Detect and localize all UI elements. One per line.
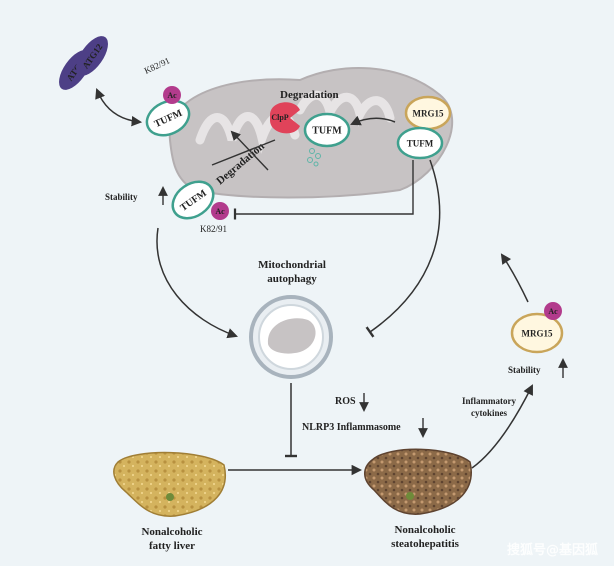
tufm-right-label: TUFM xyxy=(407,139,434,149)
nafl-line2: fatty liver xyxy=(149,540,195,552)
mrg15-to-tufm-arrow xyxy=(350,115,396,126)
tufm-acetylated-bottom: TUFM Ac xyxy=(171,180,229,220)
stability-left-label: Stability xyxy=(105,192,138,202)
autophagosome xyxy=(249,295,333,379)
mrg15-inhibit-autophagy xyxy=(365,159,441,338)
clpp-label: ClpP xyxy=(271,113,288,122)
k82-91-bottom-label: K82/91 xyxy=(200,224,227,234)
degradation-crossed-arrow xyxy=(230,130,269,171)
ac-bottom-label: Ac xyxy=(215,207,225,216)
mrg15-tufm-complex: MRG15 TUFM xyxy=(396,95,452,160)
fatty-liver xyxy=(113,451,226,517)
mrg15-up-arrow xyxy=(500,253,529,303)
ros-label: ROS xyxy=(335,396,356,407)
acetyl-badge-right xyxy=(544,302,562,320)
k82-91-top-label: K82/91 xyxy=(143,55,172,75)
degradation-top-label: Degradation xyxy=(280,89,339,101)
mrg15-inhibit-tufm xyxy=(233,160,414,220)
nash-line2: steatohepatitis xyxy=(391,538,460,550)
nash-line1: Nonalcoholic xyxy=(394,524,455,536)
gallbladder-icon xyxy=(166,493,174,501)
mrg15-acetylated-right: MRG15 Ac xyxy=(510,302,564,354)
ac-top-label: Ac xyxy=(167,91,177,100)
watermark-text: 搜狐号@基因狐 xyxy=(507,542,598,558)
nafl-line1: Nonalcoholic xyxy=(141,526,202,538)
gallbladder-nash-icon xyxy=(406,492,414,500)
tufm-to-autophagy-arrow xyxy=(156,227,238,339)
acetyl-badge-top xyxy=(163,86,181,104)
clpp-protease: ClpP xyxy=(270,102,300,134)
tufm-acetylated-top: TUFM Ac xyxy=(145,86,191,137)
tufm-in-mito: TUFM xyxy=(303,112,351,148)
nlrp3-label: NLRP3 Inflammasome xyxy=(302,422,401,433)
stability-right-label: Stability xyxy=(508,365,541,375)
degradation-cross-mark xyxy=(211,139,276,166)
nash-liver xyxy=(364,448,472,515)
atg5-atg12-complex: ATG5 ATG12 xyxy=(59,36,108,90)
inflammatory-line2: cytokines xyxy=(471,408,507,418)
acetyl-badge-bottom xyxy=(211,202,229,220)
atg-tufm-arrow xyxy=(95,88,143,127)
ac-right-label: Ac xyxy=(548,307,558,316)
tufm-mito-label: TUFM xyxy=(312,126,342,137)
mito-autophagy-line2: autophagy xyxy=(267,273,317,285)
mrg15-top-label: MRG15 xyxy=(413,109,444,119)
inflammatory-line1: Inflammatory xyxy=(462,396,516,406)
peptide-fragments xyxy=(307,148,321,167)
mito-autophagy-line1: Mitochondrial xyxy=(258,259,326,271)
mrg15-right-label: MRG15 xyxy=(522,329,553,339)
nash-to-mrg15-arrow xyxy=(471,384,533,469)
